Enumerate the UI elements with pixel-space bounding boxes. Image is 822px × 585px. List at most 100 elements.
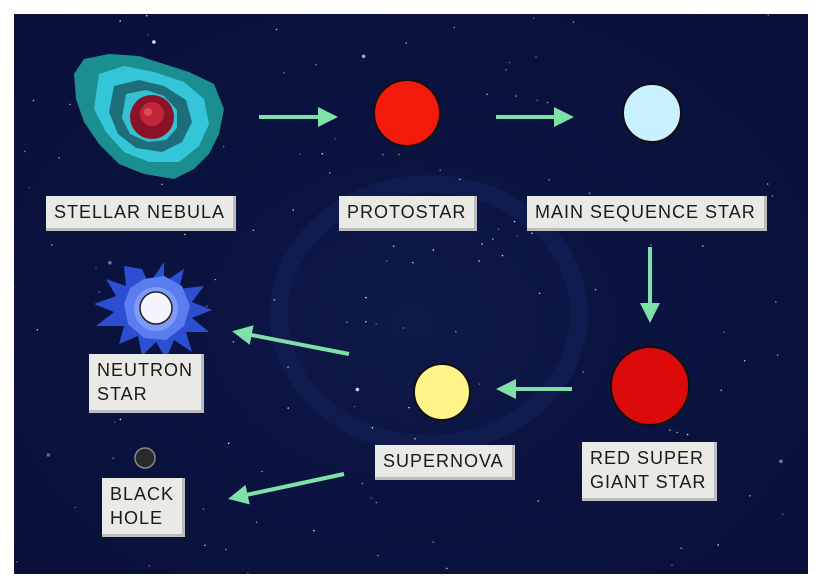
star-dot [161, 183, 163, 186]
red-super-giant-label: RED SUPER GIANT STAR [582, 442, 718, 501]
star-dot [671, 564, 673, 567]
neutron-star-icon [94, 262, 212, 359]
star-dot [478, 260, 480, 262]
star-dot [446, 567, 448, 570]
star-dot [408, 406, 410, 409]
star-dot [717, 544, 719, 546]
star-dot [334, 138, 337, 140]
star-dot [779, 459, 783, 464]
star-dot [51, 244, 53, 246]
star-dot [505, 68, 507, 71]
star-dot [69, 103, 71, 106]
star-dot [497, 228, 500, 230]
star-dot [532, 17, 535, 20]
star-dot [32, 99, 35, 102]
star-dot [365, 320, 367, 323]
star-dot [255, 521, 258, 524]
star-dot [749, 495, 751, 497]
star-dot [382, 153, 384, 156]
star-dot [723, 331, 725, 334]
starfield [14, 14, 784, 574]
star-dot [227, 442, 230, 445]
star-dot [588, 192, 591, 194]
star-dot [536, 99, 538, 102]
star-dot [355, 387, 360, 392]
star-dot [145, 14, 148, 17]
star-dot [353, 405, 356, 408]
main-sequence-star-icon [622, 83, 682, 143]
star-dot [232, 341, 235, 343]
main-sequence-star-label: MAIN SEQUENCE STAR [527, 196, 767, 231]
star-dot [346, 321, 348, 324]
star-dot [205, 305, 208, 308]
star-dot [225, 548, 227, 551]
star-dot [361, 482, 364, 485]
protostar-label: PROTOSTAR [339, 196, 478, 231]
star-dot [202, 508, 205, 510]
star-dot [114, 421, 116, 423]
star-dot [481, 243, 483, 245]
star-dot [535, 56, 537, 58]
star-dot [377, 554, 379, 557]
star-dot [108, 261, 112, 265]
star-dot [58, 157, 60, 159]
star-dot [453, 26, 456, 29]
star-dot [247, 572, 249, 574]
star-dot [14, 286, 15, 288]
star-dot [501, 254, 504, 257]
star-dot [478, 383, 481, 385]
star-dot [439, 169, 442, 171]
star-dot [486, 93, 488, 96]
red-super-giant-icon [610, 346, 690, 426]
star-dot [513, 220, 516, 223]
star-dot [273, 299, 276, 301]
star-dot [184, 233, 186, 236]
star-dot [702, 245, 704, 247]
star-dot [148, 565, 151, 567]
black-hole-label: BLACK HOLE [102, 478, 186, 537]
star-dot [402, 327, 405, 329]
star-dot [459, 178, 461, 181]
star-dot [98, 291, 100, 293]
star-dot [686, 433, 689, 436]
star-dot [582, 371, 585, 373]
star-dot [287, 407, 290, 409]
star-dot [204, 544, 206, 547]
star-dot [432, 541, 435, 543]
star-dot [538, 292, 541, 295]
star-dot [28, 186, 31, 189]
star-dot [371, 427, 374, 429]
star-dot [537, 500, 540, 502]
star-dot [292, 209, 295, 211]
star-dot [650, 244, 653, 246]
star-dot [313, 529, 315, 532]
black-hole-icon [134, 447, 156, 469]
neutron-star-label: NEUTRON STAR [89, 354, 204, 413]
star-dot [283, 71, 285, 74]
diagram-graphics [14, 14, 784, 574]
star-dot [492, 238, 494, 240]
star-dot [508, 61, 511, 64]
star-dot [261, 470, 263, 473]
star-dot [455, 330, 457, 333]
stellar-nebula-icon [74, 54, 224, 179]
star-dot [676, 431, 678, 434]
star-dot [328, 172, 331, 174]
arrow-supernova-to-black-hole [228, 472, 345, 505]
star-dot [361, 54, 366, 59]
star-dot [432, 249, 435, 251]
star-dot [46, 453, 51, 457]
star-dot [315, 63, 317, 66]
star-dot [365, 296, 367, 299]
star-dot [771, 195, 774, 197]
life-cycle-diagram: STELLAR NEBULA PROTOSTAR MAIN SEQUENCE S… [14, 14, 808, 574]
star-dot [546, 101, 549, 104]
star-dot [516, 235, 518, 237]
star-dot [392, 245, 395, 247]
star-dot [775, 301, 777, 303]
star-dot [414, 438, 416, 440]
star-dot [119, 418, 122, 421]
arrow-supernova-to-neutron-star [232, 325, 350, 356]
star-dot [767, 14, 770, 16]
protostar-icon [373, 79, 441, 147]
